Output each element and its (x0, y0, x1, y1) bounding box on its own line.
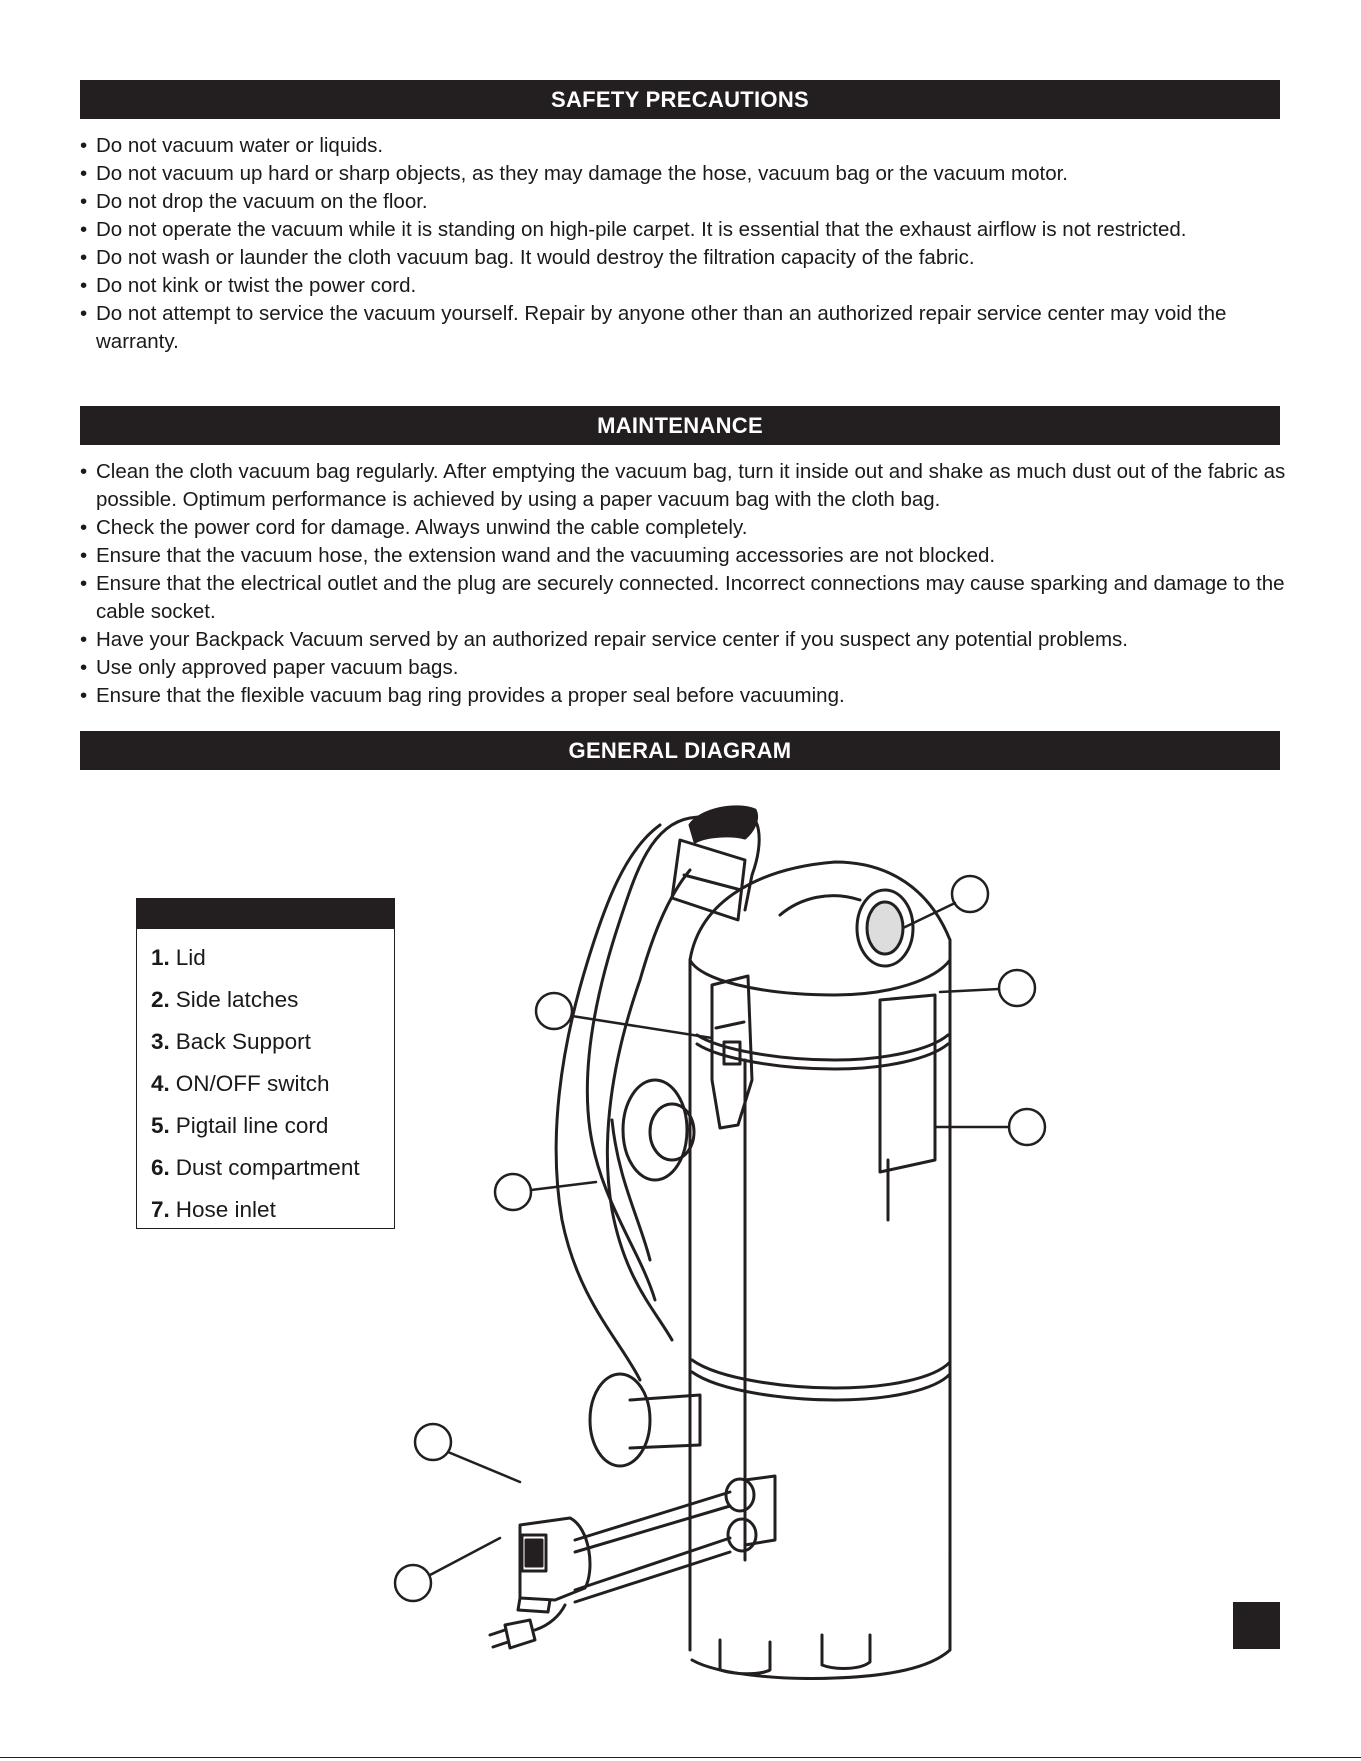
callout-on-off-switch (413, 1422, 453, 1462)
list-item: Do not vacuum water or liquids. (80, 132, 1290, 160)
cord-brackets (573, 1474, 777, 1604)
general-diagram-heading: GENERAL DIAGRAM (80, 731, 1280, 770)
safety-precautions-heading: SAFETY PRECAUTIONS (80, 80, 1280, 119)
pigtail-plug (488, 1603, 567, 1650)
list-item: Check the power cord for damage. Always … (80, 514, 1290, 542)
side-latch (710, 974, 754, 1130)
legend-item: 4.ON/OFF switch (151, 1071, 330, 1096)
callout-hose-inlet (950, 874, 990, 914)
backpack-vacuum-diagram (393, 805, 1047, 1680)
legend-item: 6.Dust compartment (151, 1155, 360, 1180)
parts-list: 1.Lid 2.Side latches 3.Back Support 4.ON… (137, 929, 394, 1231)
list-item: Do not operate the vacuum while it is st… (80, 216, 1290, 244)
parts-legend: 1.Lid 2.Side latches 3.Back Support 4.ON… (136, 898, 395, 1229)
callouts (393, 874, 1047, 1603)
bottom-rule (0, 1757, 1361, 1758)
legend-item: 3.Back Support (151, 1029, 311, 1054)
list-item: Ensure that the flexible vacuum bag ring… (80, 682, 1290, 710)
callout-lid (997, 968, 1037, 1008)
list-item: Do not kink or twist the power cord. (80, 272, 1290, 300)
list-item: Do not vacuum up hard or sharp objects, … (80, 160, 1290, 188)
page-marker-box (1233, 1602, 1280, 1649)
legend-item: 1.Lid (151, 945, 206, 970)
legend-item: 2.Side latches (151, 987, 299, 1012)
list-item: Clean the cloth vacuum bag regularly. Af… (80, 458, 1290, 514)
list-item: Do not attempt to service the vacuum you… (80, 300, 1290, 356)
legend-item: 5.Pigtail line cord (151, 1113, 329, 1138)
callout-pigtail-cord (393, 1563, 433, 1603)
legend-item: 7.Hose inlet (151, 1197, 276, 1222)
callout-dust-compartment (1007, 1107, 1047, 1147)
back-support-knobs (588, 1078, 702, 1468)
list-item: Do not drop the vacuum on the floor. (80, 188, 1290, 216)
hose-inlet (778, 888, 915, 968)
maintenance-heading: MAINTENANCE (80, 406, 1280, 445)
list-item: Use only approved paper vacuum bags. (80, 654, 1290, 682)
safety-list: Do not vacuum water or liquids. Do not v… (80, 132, 1290, 356)
legend-header (137, 899, 394, 929)
list-item: Have your Backpack Vacuum served by an a… (80, 626, 1290, 654)
handle-grip (670, 805, 759, 922)
list-item: Ensure that the vacuum hose, the extensi… (80, 542, 1290, 570)
callout-side-latches (534, 991, 574, 1031)
callout-back-support (493, 1172, 533, 1212)
maintenance-list: Clean the cloth vacuum bag regularly. Af… (80, 458, 1290, 710)
canister-body (688, 860, 952, 1680)
on-off-switch (516, 1516, 592, 1614)
list-item: Do not wash or launder the cloth vacuum … (80, 244, 1290, 272)
list-item: Ensure that the electrical outlet and th… (80, 570, 1290, 626)
